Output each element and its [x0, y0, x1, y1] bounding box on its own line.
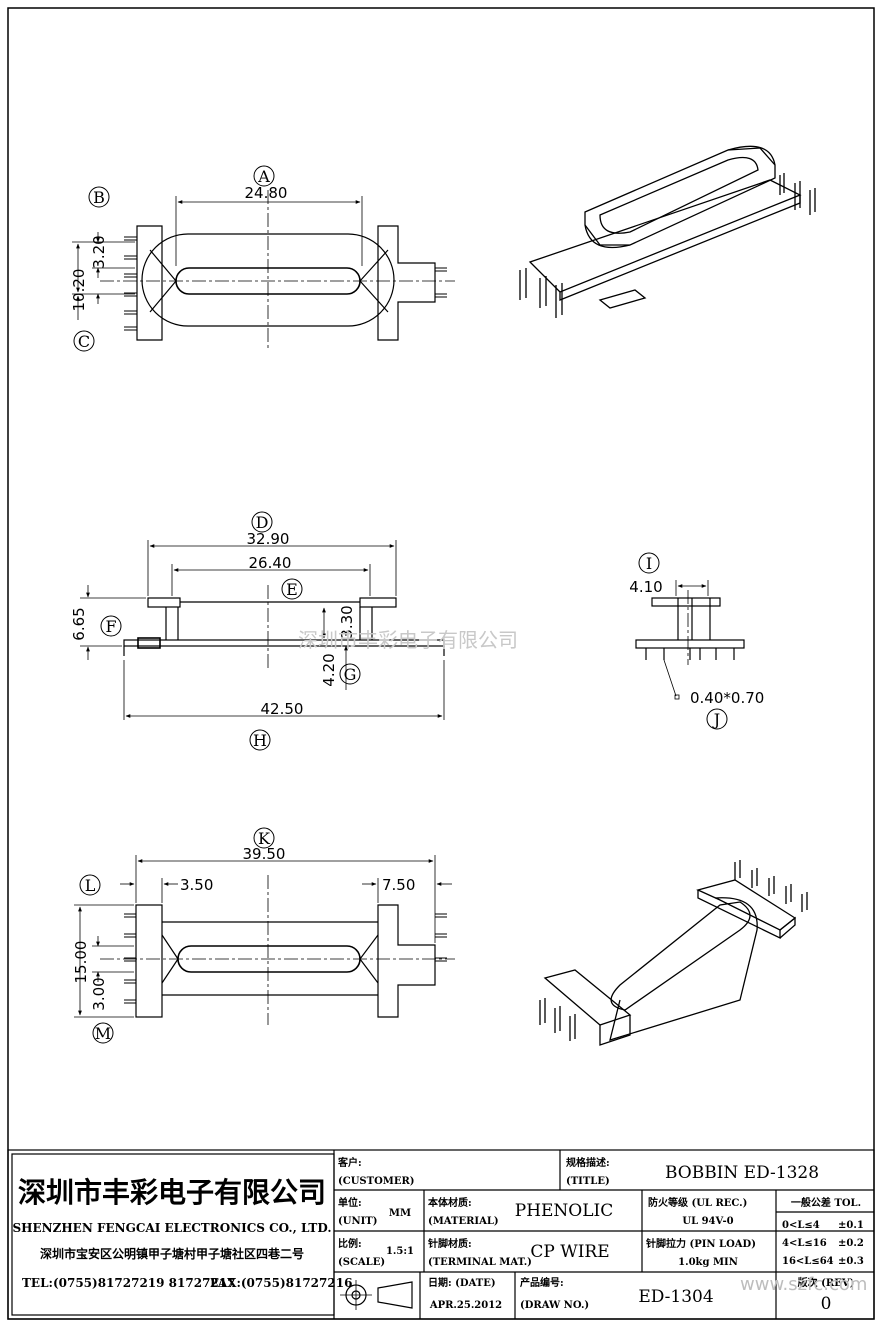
dim-core-label: 3.30	[338, 605, 356, 638]
bubble-b: B	[93, 188, 105, 207]
title-label-en: (TITLE)	[566, 1176, 610, 1187]
title-label-cn: 规格描述:	[566, 1156, 610, 1169]
date-label: 日期: (DATE)	[428, 1276, 496, 1289]
bubble-i: I	[646, 554, 652, 573]
tolerance-title: 一般公差 TOL.	[791, 1196, 861, 1209]
drawing-number-value: ED-1304	[638, 1287, 713, 1307]
dim-height-15-label: 15.00	[72, 941, 90, 984]
bubble-k: K	[258, 829, 271, 848]
title-block-text: 深圳市丰彩电子有限公司 SHENZHEN FENGCAI ELECTRONICS…	[12, 1156, 867, 1314]
dim-height-label: 6.65	[70, 607, 88, 640]
scale-label-en: (SCALE)	[338, 1257, 385, 1268]
dim-total-label: 39.50	[243, 845, 286, 863]
isometric-view-top	[519, 145, 816, 318]
dim-core-width-label: 4.10	[629, 578, 662, 596]
title-block	[7, 1149, 875, 1320]
terminal-label-cn: 针脚材质:	[428, 1237, 472, 1250]
bubble-g: G	[344, 665, 357, 684]
company-fax: FAX:(0755)81727216	[210, 1276, 352, 1290]
dim-pin-drop-label: 4.20	[320, 653, 338, 686]
bubble-j: J	[712, 710, 720, 729]
pin-load-value: 1.0kg MIN	[678, 1257, 738, 1268]
front-view	[80, 540, 445, 720]
bubble-e: E	[286, 580, 298, 599]
company-name-cn: 深圳市丰彩电子有限公司	[18, 1176, 326, 1209]
dim-width-label: 24.80	[245, 184, 288, 202]
terminal-label-en: (TERMINAL MAT.)	[428, 1257, 532, 1268]
dim-right-flange-label: 7.50	[382, 876, 415, 894]
drawing-number-label-en: (DRAW NO.)	[520, 1300, 589, 1311]
title-value: BOBBIN ED-1328	[665, 1163, 819, 1183]
bubble-l: L	[85, 876, 96, 895]
material-label-en: (MATERIAL)	[428, 1216, 499, 1227]
scale-value: 1.5:1	[386, 1246, 414, 1257]
bottom-view	[74, 855, 455, 1025]
revision-value: 0	[821, 1294, 832, 1314]
bottom-view-labels: K L M 39.50 3.50 7.50 15.00 3.00	[72, 827, 415, 1044]
bubble-m: M	[95, 1024, 111, 1043]
pin-load-label: 针脚拉力 (PIN LOAD)	[646, 1237, 756, 1250]
bubble-f: F	[105, 617, 116, 636]
tol-range-1: 0<L≤4	[782, 1220, 820, 1231]
dim-flange-label: 32.90	[247, 530, 290, 548]
bubble-h: H	[253, 731, 267, 750]
dim-pin-span-label: 42.50	[261, 700, 304, 718]
ul-label: 防火等级 (UL REC.)	[648, 1196, 747, 1209]
customer-label-cn: 客户:	[337, 1156, 362, 1169]
revision-label: 版次 (REV)	[798, 1276, 855, 1289]
dim-slot-height-label: 10.20	[70, 269, 88, 312]
terminal-value: CP WIRE	[530, 1242, 609, 1262]
tol-value-3: ±0.3	[838, 1256, 864, 1267]
unit-label-en: (UNIT)	[338, 1216, 377, 1227]
ul-value: UL 94V-0	[682, 1216, 733, 1227]
customer-label-en: (CUSTOMER)	[338, 1176, 415, 1187]
bubble-a: A	[257, 167, 270, 186]
drawing-number-label-cn: 产品编号:	[520, 1276, 564, 1289]
top-view-labels: A B C 24.80 3.20 10.20	[70, 165, 288, 352]
material-value: PHENOLIC	[515, 1201, 614, 1221]
dim-slot-3-label: 3.00	[90, 977, 108, 1010]
bubble-d: D	[256, 513, 269, 532]
watermark: 深圳市丰彩电子有限公司	[298, 628, 518, 652]
side-view	[635, 580, 745, 700]
company-tel: TEL:(0755)81727219 81727217	[22, 1276, 235, 1290]
tol-value-2: ±0.2	[838, 1238, 864, 1249]
sheet-border	[7, 7, 875, 1320]
front-view-labels: D E F G H 32.90 26.40 6.65 3.30 4.20 42.…	[70, 511, 361, 751]
tol-value-1: ±0.1	[838, 1220, 864, 1231]
tol-range-3: 16<L≤64	[782, 1256, 834, 1267]
dim-left-flange-label: 3.50	[180, 876, 213, 894]
watermark-url: www.szfc.com	[740, 1274, 867, 1295]
side-view-labels: I J 4.10 0.40*0.70	[629, 552, 764, 730]
company-name-en: SHENZHEN FENGCAI ELECTRONICS CO., LTD.	[12, 1221, 331, 1235]
company-address: 深圳市宝安区公明镇甲子塘村甲子塘社区四巷二号	[40, 1246, 304, 1261]
dim-slot-offset-label: 3.20	[90, 235, 108, 268]
bubble-c: C	[78, 332, 90, 351]
isometric-view-bottom	[539, 860, 808, 1046]
dim-inner-label: 26.40	[249, 554, 292, 572]
unit-label-cn: 单位:	[338, 1196, 362, 1209]
dim-pin-size-label: 0.40*0.70	[690, 689, 764, 707]
material-label-cn: 本体材质:	[428, 1196, 472, 1209]
scale-label-cn: 比例:	[338, 1237, 362, 1250]
unit-value: MM	[389, 1208, 411, 1219]
date-value: APR.25.2012	[429, 1300, 502, 1311]
top-view	[72, 190, 455, 350]
tol-range-2: 4<L≤16	[782, 1238, 827, 1249]
